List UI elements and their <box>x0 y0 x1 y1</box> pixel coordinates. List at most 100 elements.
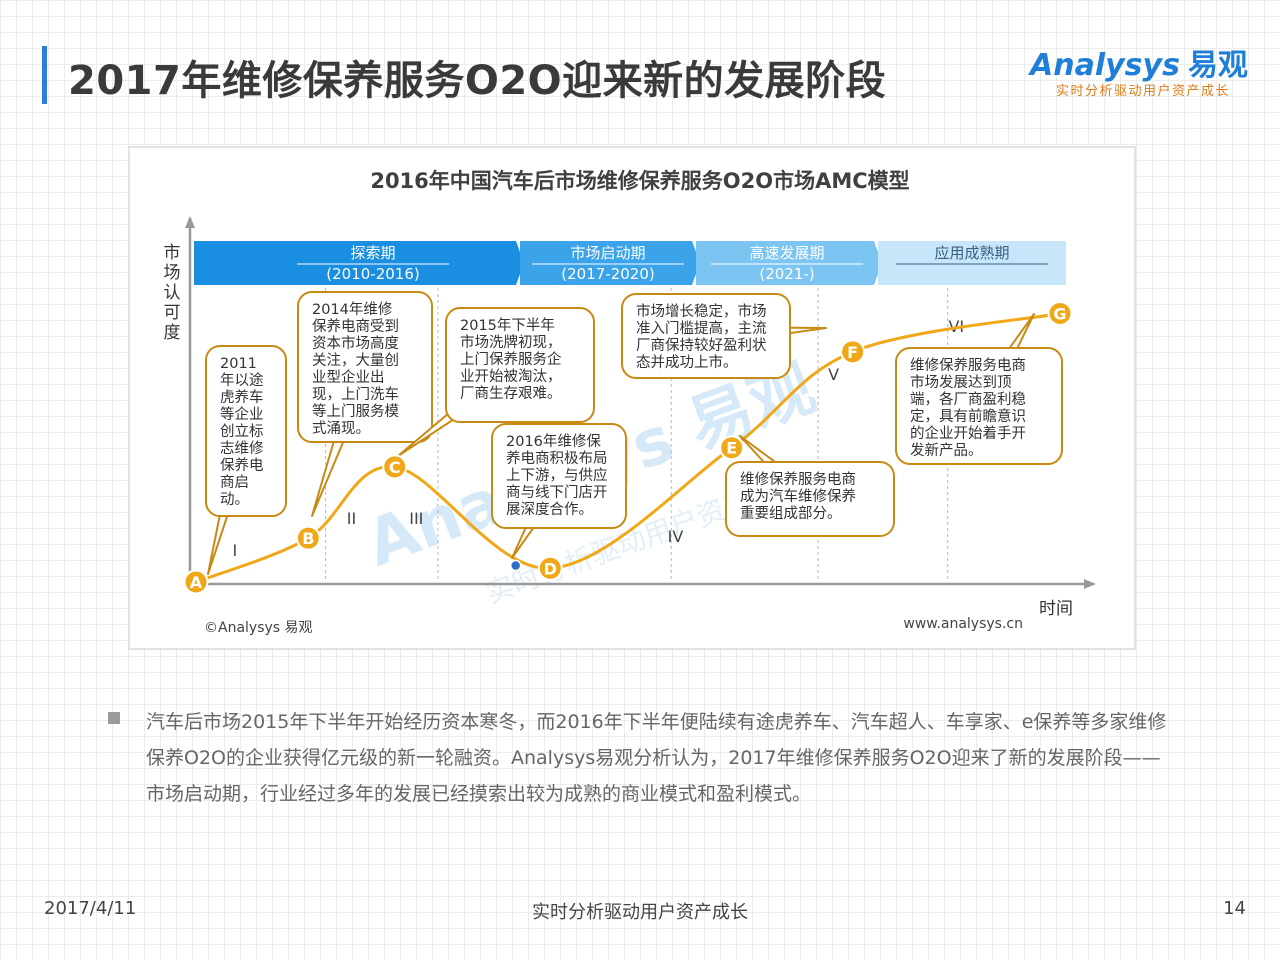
stage-label: IV <box>668 527 684 546</box>
callout-text-line: 发新产品。 <box>910 442 983 459</box>
callout-text-line: 志维修 <box>220 440 264 457</box>
page-title: 2017年维修保养服务O2O迎来新的发展阶段 <box>68 58 887 104</box>
callout-text-line: 保养电 <box>220 457 264 474</box>
y-axis-label-char: 市 <box>164 243 181 263</box>
point-marker-b <box>295 525 321 551</box>
callout-text-line: 关注，大量创 <box>312 352 399 369</box>
callout-fill <box>494 426 624 526</box>
callout-text-line: 定，具有前瞻意识 <box>910 407 1026 425</box>
point-label: D <box>544 559 557 578</box>
page-number: 14 <box>1223 898 1246 919</box>
callout-text-line: 等上门服务模 <box>312 402 399 420</box>
phase-band-4 <box>878 241 1066 285</box>
callout-text-line: 维修保养服务电商 <box>910 357 1026 374</box>
callout-text-line: 动。 <box>220 491 249 508</box>
phase-label: 探索期 <box>350 244 395 262</box>
point-label: C <box>389 458 401 477</box>
stage-label: V <box>828 365 839 384</box>
point-marker-a <box>183 569 209 595</box>
callout-text-line: 准入门槛提高，主流 <box>636 320 767 337</box>
y-axis-label-char: 场 <box>164 263 181 283</box>
summary-text: 汽车后市场2015年下半年开始经历资本寒冬，而2016年下半年便陆续有途虎养车、… <box>146 711 1167 805</box>
amc-model-chart: 2016年中国汽车后市场维修保养服务O2O市场AMC模型 Analysys 易观… <box>164 169 1096 636</box>
logo-cn: 易观 <box>1187 48 1248 83</box>
point-label: F <box>847 343 858 362</box>
callout-text-line: 厂商生存艰难。 <box>460 385 562 402</box>
x-axis-label: 时间 <box>1039 599 1073 619</box>
callout-text-line: 现，上门洗车 <box>312 386 399 403</box>
callout-text-line: 态并成功上市。 <box>636 354 738 371</box>
phase-label: 市场启动期 <box>570 244 645 262</box>
callout-text-line: 维修保养服务电商 <box>740 471 856 488</box>
callout-text-line: 业型企业出 <box>312 368 385 386</box>
callout-text-line: 重要组成部分。 <box>740 505 842 522</box>
logo-name: Analysys <box>1030 48 1180 83</box>
callout-text-line: 商启 <box>220 474 249 491</box>
point-label: G <box>1053 304 1066 323</box>
y-axis-label-char: 度 <box>164 323 181 343</box>
title-accent-bar <box>42 46 47 104</box>
callout-text-line: 创立标 <box>220 423 264 440</box>
point-marker-d <box>537 555 563 581</box>
callout-text-line: 的企业开始着手开 <box>910 424 1026 442</box>
callout-fill <box>624 296 788 376</box>
website-label: www.analysys.cn <box>903 616 1023 632</box>
phase-band-3 <box>696 241 882 285</box>
callout-text-line: 保养电商受到 <box>312 318 399 335</box>
point-label: E <box>726 439 737 458</box>
callout-text-line: 上下游，与供应 <box>506 466 608 484</box>
callout-text-line: 端，各厂商盈利稳 <box>910 391 1026 408</box>
phase-years: (2010-2016) <box>326 265 419 283</box>
callout-fill <box>728 464 892 534</box>
callout-text-line: 资本市场高度 <box>312 335 399 352</box>
phase-label: 高速发展期 <box>749 244 824 262</box>
phase-label: 应用成熟期 <box>934 244 1009 262</box>
phase-years: (2021-) <box>759 265 814 283</box>
callout-text-line: 厂商保持较好盈利状 <box>636 336 767 354</box>
source-label: ©Analysys 易观 <box>204 620 313 636</box>
point-marker-g <box>1047 300 1073 326</box>
logo-slogan: 实时分析驱动用户资产成长 <box>1056 84 1231 99</box>
callout-text-line: 商与线下门店开 <box>506 484 608 501</box>
callout-b: 2014年维修保养电商受到资本市场高度关注，大量创业型企业出现，上门洗车等上门服… <box>297 291 433 517</box>
callout-text-line: 市场洗牌初现， <box>460 334 562 351</box>
y-axis-label-char: 可 <box>164 303 181 323</box>
point-marker-c <box>382 454 408 480</box>
callout-fill <box>898 350 1060 462</box>
callout-text-line: 展深度合作。 <box>506 501 593 518</box>
callout-text-line: 2016年维修保 <box>506 433 601 450</box>
callout-fill <box>448 310 592 420</box>
callout-fill <box>208 348 284 514</box>
callout-g: 维修保养服务电商市场发展达到顶端，各厂商盈利稳定，具有前瞻意识的企业开始着手开发… <box>895 313 1063 465</box>
summary-bullet: 汽车后市场2015年下半年开始经历资本寒冬，而2016年下半年便陆续有途虎养车、… <box>108 704 1178 812</box>
callout-text-line: 年以途 <box>220 372 264 389</box>
callout-text-line: 2015年下半年 <box>460 317 555 334</box>
stage-label: I <box>233 541 238 560</box>
phase-years: (2017-2020) <box>561 265 654 283</box>
callout-text-line: 上门保养服务企 <box>460 350 562 368</box>
chart-title: 2016年中国汽车后市场维修保养服务O2O市场AMC模型 <box>370 169 909 193</box>
footer-slogan: 实时分析驱动用户资产成长 <box>532 902 748 923</box>
callout-text-line: 市场发展达到顶 <box>910 374 1012 391</box>
callout-text-line: 式涌现。 <box>312 420 370 437</box>
callout-text-line: 虎养车 <box>220 389 264 406</box>
point-marker-f <box>840 339 866 365</box>
callout-text-line: 市场增长稳定，市场 <box>636 303 767 320</box>
point-marker-e <box>719 435 745 461</box>
callout-text-line: 2014年维修 <box>312 301 393 318</box>
y-axis-label-char: 认 <box>164 283 181 303</box>
bullet-square-icon <box>108 712 120 724</box>
callout-text-line: 等企业 <box>220 405 264 423</box>
current-position-dot <box>509 559 522 572</box>
point-label: B <box>302 529 314 548</box>
footer-date: 2017/4/11 <box>44 898 137 919</box>
phase-band-1 <box>194 241 524 285</box>
callout-text-line: 养电商积极布局 <box>506 450 608 467</box>
callout-text-line: 2011 <box>220 356 257 372</box>
callout-fill <box>300 294 430 440</box>
